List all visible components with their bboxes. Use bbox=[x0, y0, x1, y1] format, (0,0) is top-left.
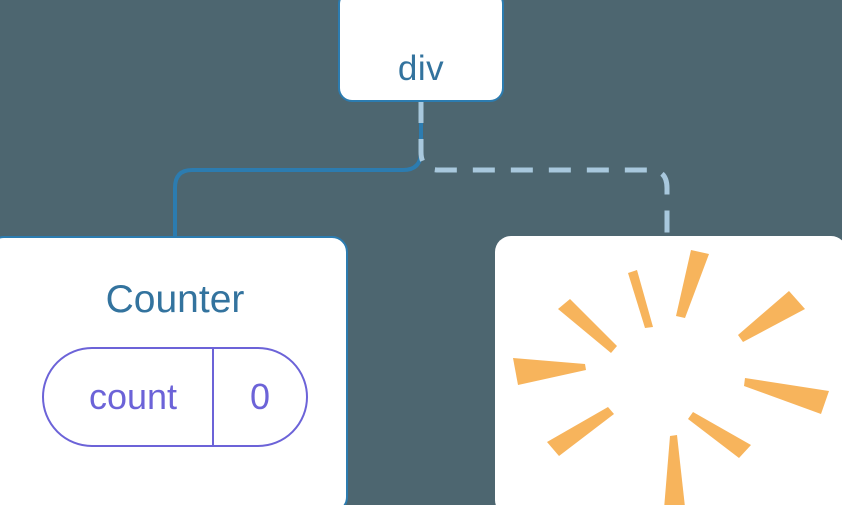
burst-ray bbox=[738, 291, 805, 342]
edge-div-counter bbox=[173, 99, 423, 240]
node-burst[interactable] bbox=[495, 236, 842, 505]
burst-icon bbox=[513, 250, 829, 505]
state-value-label: 0 bbox=[249, 376, 271, 417]
state-pill-count[interactable]: count 0 bbox=[42, 347, 308, 447]
burst-ray bbox=[513, 358, 586, 385]
burst-ray bbox=[688, 412, 751, 458]
node-counter[interactable]: Counter count 0 bbox=[0, 236, 348, 505]
node-counter-title: Counter bbox=[105, 278, 245, 321]
burst-ray bbox=[676, 250, 709, 318]
node-div[interactable]: div bbox=[338, 0, 504, 102]
node-div-label: div bbox=[397, 49, 445, 88]
burst-ray bbox=[744, 378, 829, 414]
burst-ray bbox=[664, 435, 685, 505]
burst-ray bbox=[628, 270, 653, 328]
edge-div-burst bbox=[418, 101, 670, 238]
burst-ray bbox=[558, 299, 617, 353]
state-key-label: count bbox=[44, 349, 214, 445]
burst-wrap bbox=[495, 236, 842, 505]
burst-ray bbox=[547, 407, 614, 456]
